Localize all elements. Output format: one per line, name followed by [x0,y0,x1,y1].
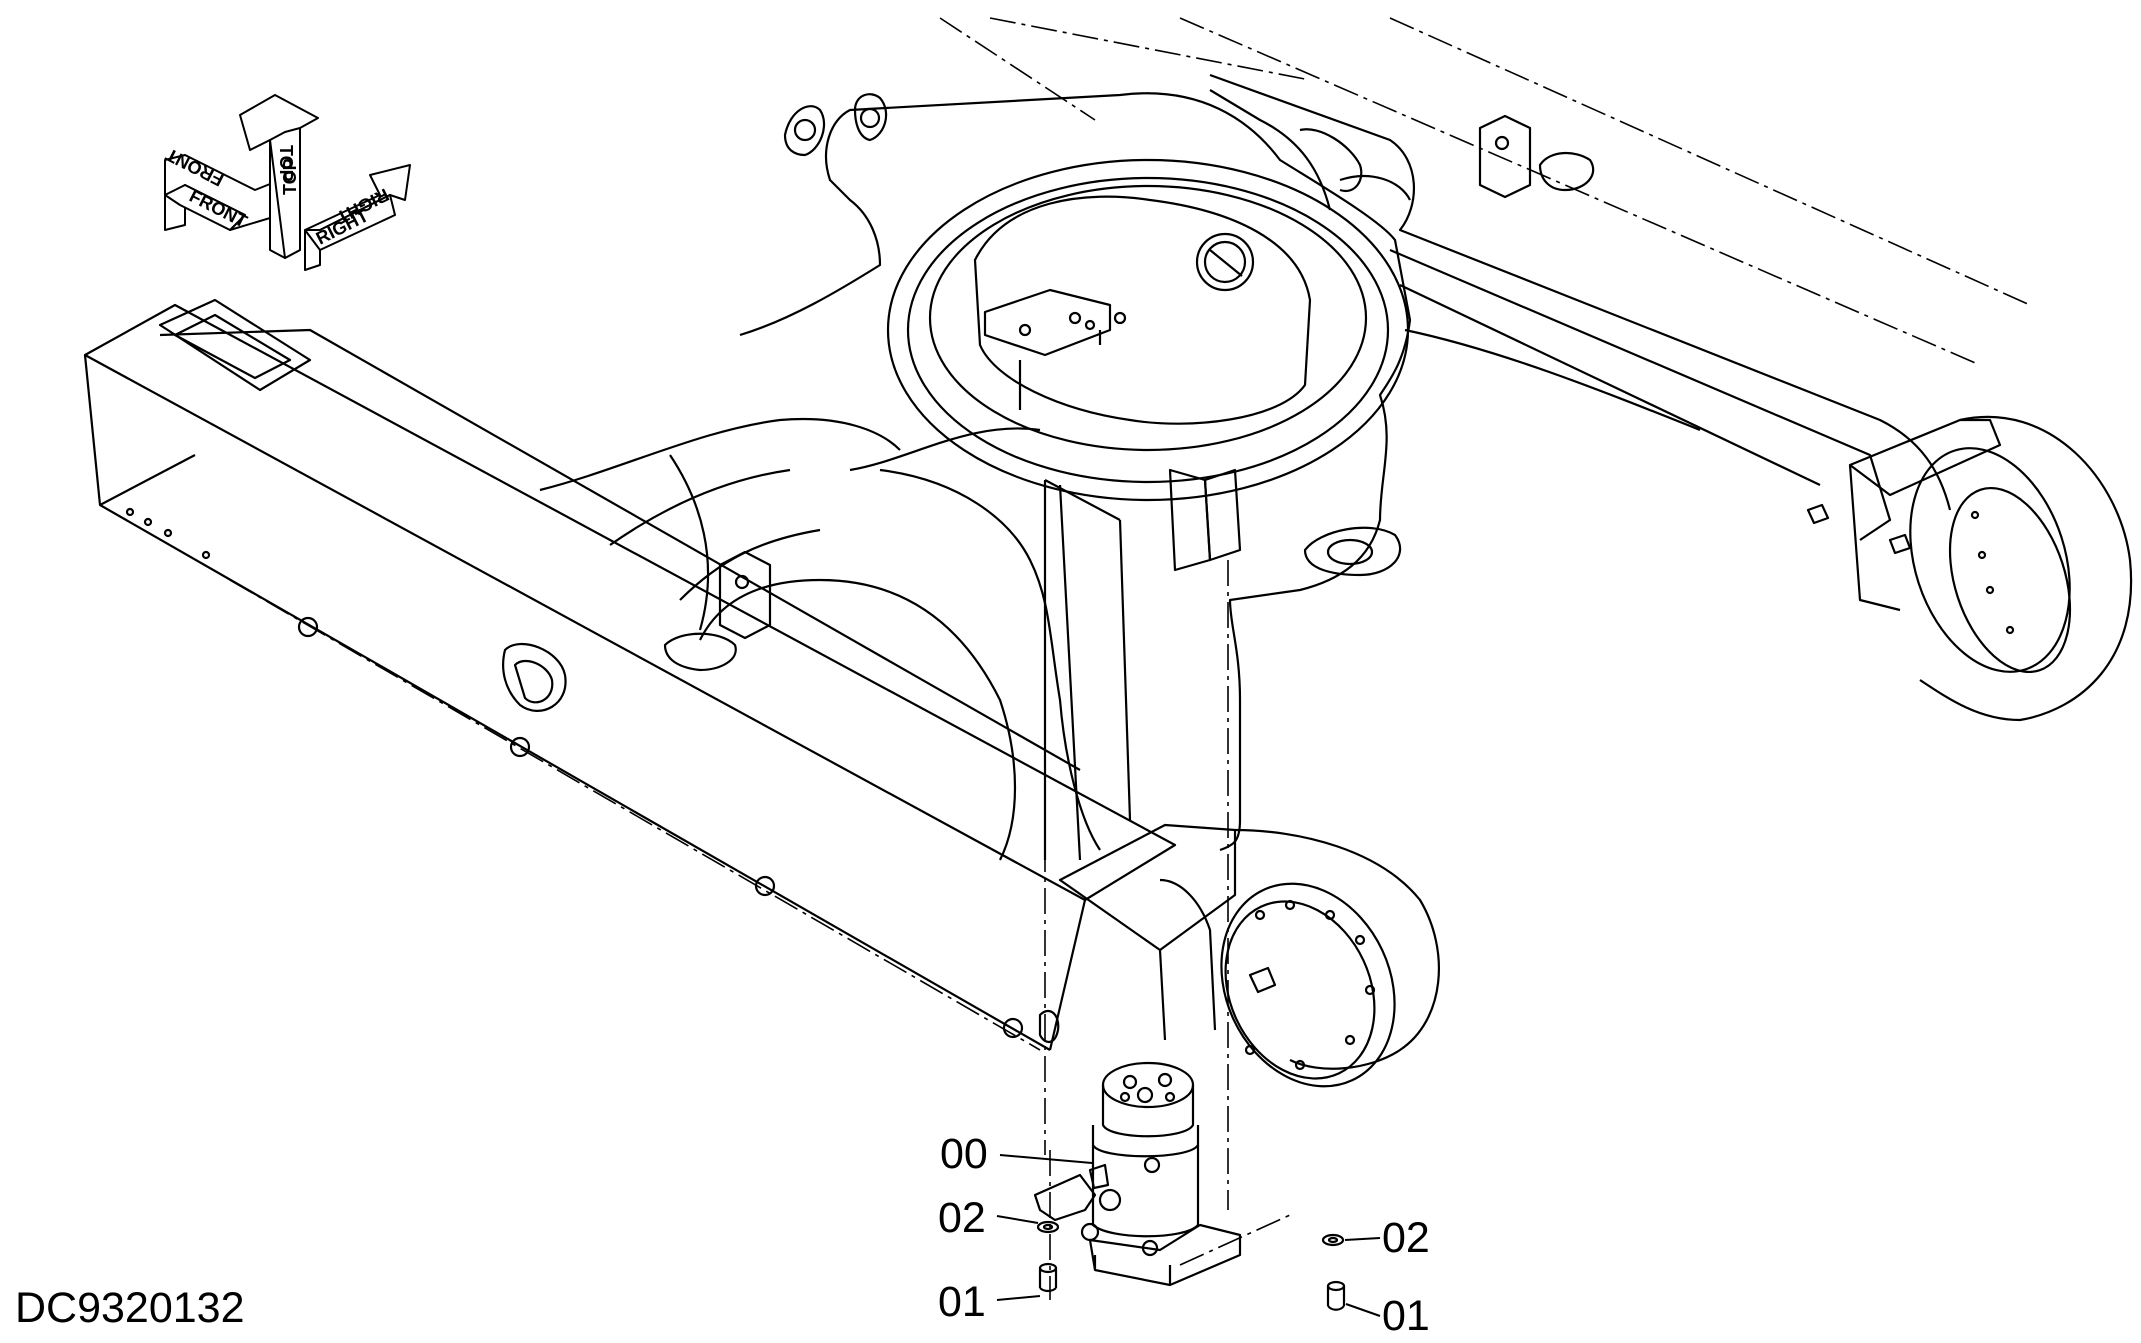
callout-center-joint: 00 [940,1130,988,1178]
drawing-id: DC9320132 [15,1284,245,1332]
right-side-frame [1209,73,2133,722]
left-frame-dashline [229,579,1041,1051]
callout-bolt-left: 01 [938,1278,986,1326]
right-arrow-icon [304,164,411,271]
orientation-indicator [164,94,411,271]
top-label: TOP [276,145,296,182]
bolt-right-part [1326,1280,1346,1311]
callout-bolt-right: 01 [1382,1292,1430,1340]
top-label-mirrored: TOP [280,158,300,195]
leader-lines [996,1154,1381,1317]
callout-washer-right: 02 [1382,1214,1430,1262]
bolt-left-part [1038,1262,1058,1293]
fasteners [1036,1220,1346,1311]
washer-right-part [1321,1233,1345,1247]
left-frame-bolts [125,507,1024,1039]
track-frame [83,17,2133,1300]
left-side-frame [83,298,1177,1051]
center-frame [539,92,1595,861]
top-arrow-icon [239,94,319,259]
front-idler-housing [1038,823,1440,1088]
center-joint-assembly [1033,1061,1242,1287]
installation-guides [1044,510,1291,1300]
front-arrow-icon [164,154,281,231]
callout-washer-left: 02 [938,1194,986,1242]
washer-left-part [1036,1220,1060,1234]
upper-construction-lines [939,17,2031,366]
